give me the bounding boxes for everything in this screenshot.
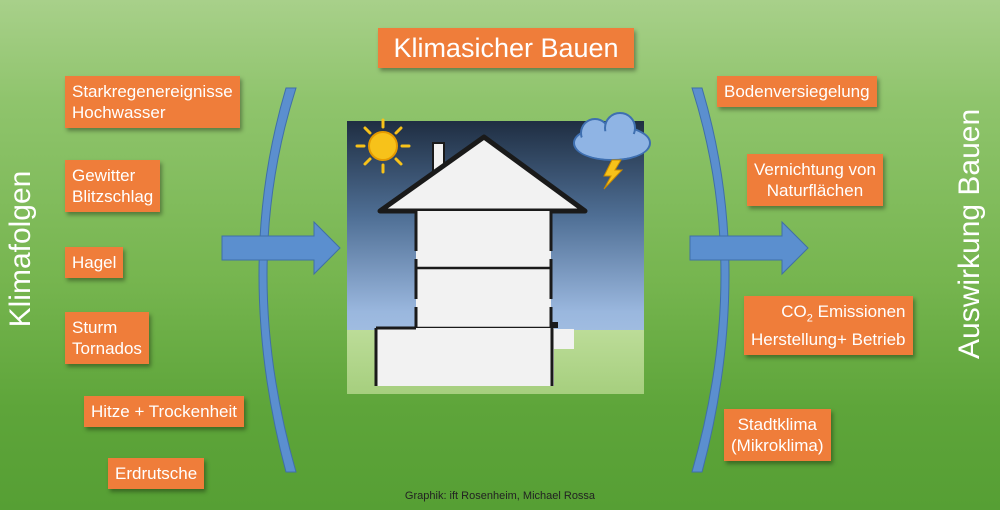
left-item-line: Blitzschlag (72, 187, 154, 206)
left-item-line: Gewitter (72, 166, 136, 185)
right-item-line: Naturflächen (766, 181, 864, 200)
left-side-label: Klimafolgen (4, 170, 37, 328)
left-item-line: Tornados (72, 339, 142, 358)
right-item-line: Bodenversiegelung (724, 82, 870, 101)
page-title: Klimasicher Bauen (378, 28, 634, 68)
left-item-line: Hochwasser (72, 103, 166, 122)
right-item-vernichtung: Vernichtung von Naturflächen (747, 154, 883, 206)
left-item-hitze: Hitze + Trockenheit (84, 396, 244, 427)
co2-text: CO (781, 302, 807, 321)
house-illustration (347, 112, 651, 394)
right-item-stadtklima: Stadtklima (Mikroklima) (724, 409, 831, 461)
left-item-line: Sturm (72, 318, 118, 337)
right-item-line: (Mikroklima) (731, 436, 824, 455)
right-item-line: Stadtklima (737, 415, 817, 434)
left-item-line: Hagel (72, 253, 117, 272)
right-arrow (689, 220, 809, 276)
left-bracket (258, 87, 297, 473)
right-item-line: Vernichtung von (754, 160, 876, 179)
sun-icon (355, 118, 411, 174)
left-item-line: Starkregenereignisse (72, 82, 233, 101)
co2-rest-text: Emissionen (812, 302, 906, 321)
right-item-line: Herstellung+ Betrieb (751, 330, 906, 350)
right-item-line: CO2 Emissionen (751, 301, 906, 329)
left-item-line: Hitze + Trockenheit (91, 402, 237, 421)
right-side-label: Auswirkung Bauen (953, 108, 986, 359)
co2-subscript: 2 (806, 312, 813, 325)
right-item-co2: CO2 Emissionen Herstellung+ Betrieb (744, 296, 913, 356)
left-item-starkregen: Starkregenereignisse Hochwasser (65, 76, 240, 128)
lightning-icon (603, 159, 624, 190)
left-item-gewitter: Gewitter Blitzschlag (65, 160, 161, 212)
storm-cloud-icon (573, 112, 651, 161)
left-item-sturm: Sturm Tornados (65, 312, 149, 364)
left-item-hagel: Hagel (65, 247, 124, 278)
left-item-erdrutsche: Erdrutsche (108, 458, 205, 489)
right-item-bodenversiegelung: Bodenversiegelung (717, 76, 877, 107)
credit-text: Graphik: ift Rosenheim, Michael Rossa (404, 490, 596, 502)
left-item-line: Erdrutsche (115, 464, 198, 483)
left-arrow (221, 220, 341, 276)
right-bracket (691, 87, 730, 473)
